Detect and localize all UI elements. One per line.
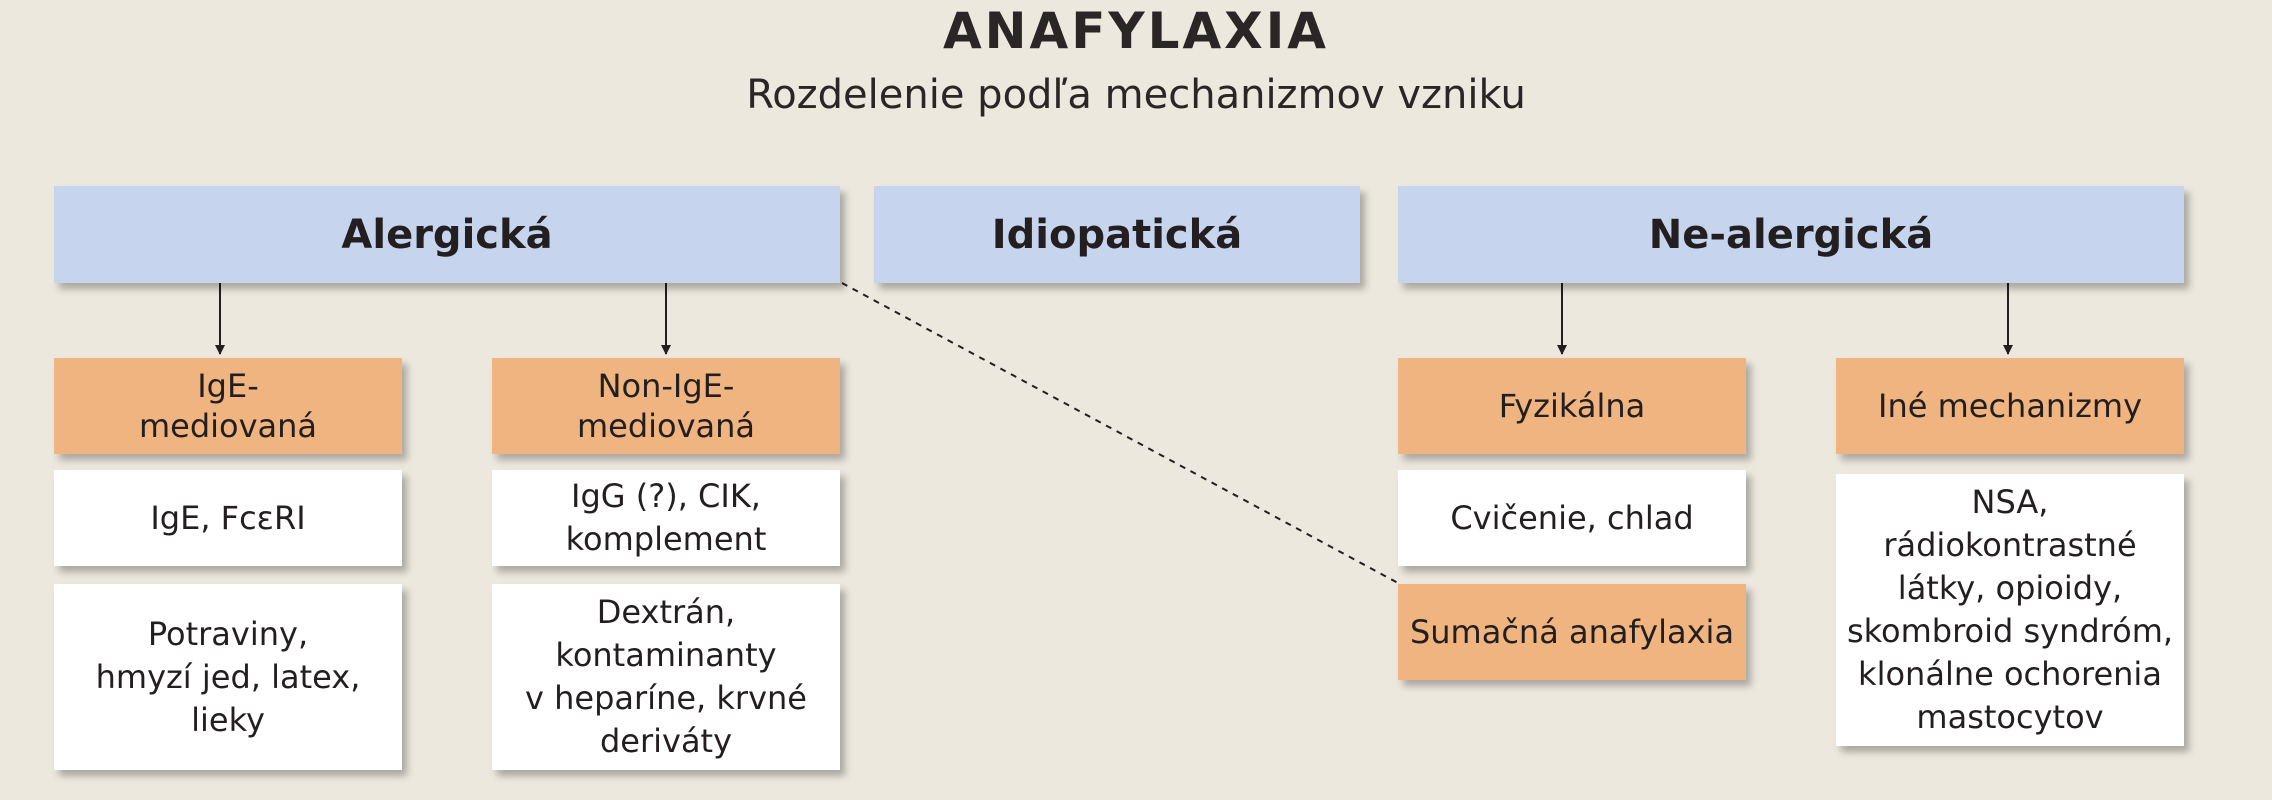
subtype-physical: Fyzikálna	[1398, 358, 1746, 454]
examples-other-mechanisms: NSA, rádiokontrastné látky, opioidy, sko…	[1836, 474, 2184, 746]
subtype-physical-label: Fyzikálna	[1498, 387, 1646, 425]
causes-non-ige-mediated: Dextrán, kontaminanty v heparíne, krvné …	[492, 584, 840, 770]
causes-ige-mediated-text: Potraviny, hmyzí jed, latex, lieky	[95, 614, 361, 739]
subtype-ige-mediated: IgE- mediovaná	[54, 358, 402, 454]
subtype-other-mechanisms: Iné mechanizmy	[1836, 358, 2184, 454]
category-nonallergic: Ne-alergická	[1398, 186, 2184, 283]
category-allergic: Alergická	[54, 186, 840, 283]
subtype-non-ige-mediated-label: Non-IgE- mediovaná	[576, 367, 756, 445]
causes-non-ige-mediated-text: Dextrán, kontaminanty v heparíne, krvné …	[525, 593, 807, 760]
examples-physical: Cvičenie, chlad	[1398, 470, 1746, 566]
mechanism-non-ige-mediated: IgG (?), CIK, komplement	[492, 470, 840, 566]
subtype-ige-mediated-label: IgE- mediovaná	[138, 367, 318, 445]
diagram-title: ANAFYLAXIA	[942, 2, 1329, 60]
mechanism-non-ige-mediated-text: IgG (?), CIK, komplement	[565, 477, 767, 558]
mechanism-ige-mediated-text: IgE, FcεRI	[150, 498, 306, 537]
mechanism-ige-mediated: IgE, FcεRI	[54, 470, 402, 566]
summation-anaphylaxis: Sumačná anafylaxia	[1398, 584, 1746, 680]
category-nonallergic-label: Ne-alergická	[1648, 211, 1934, 258]
category-allergic-label: Alergická	[341, 211, 553, 258]
category-idiopathic: Idiopatická	[874, 186, 1360, 283]
causes-ige-mediated: Potraviny, hmyzí jed, latex, lieky	[54, 584, 402, 770]
diagram-subtitle: Rozdelenie podľa mechanizmov vzniku	[746, 72, 1526, 118]
dashed-link-summation	[841, 282, 1399, 584]
subtype-other-mechanisms-label: Iné mechanizmy	[1878, 387, 2142, 425]
examples-other-mechanisms-text: NSA, rádiokontrastné látky, opioidy, sko…	[1846, 483, 2174, 736]
category-idiopathic-label: Idiopatická	[991, 211, 1243, 258]
examples-physical-text: Cvičenie, chlad	[1450, 498, 1694, 537]
summation-anaphylaxis-label: Sumačná anafylaxia	[1409, 613, 1735, 651]
subtype-non-ige-mediated: Non-IgE- mediovaná	[492, 358, 840, 454]
